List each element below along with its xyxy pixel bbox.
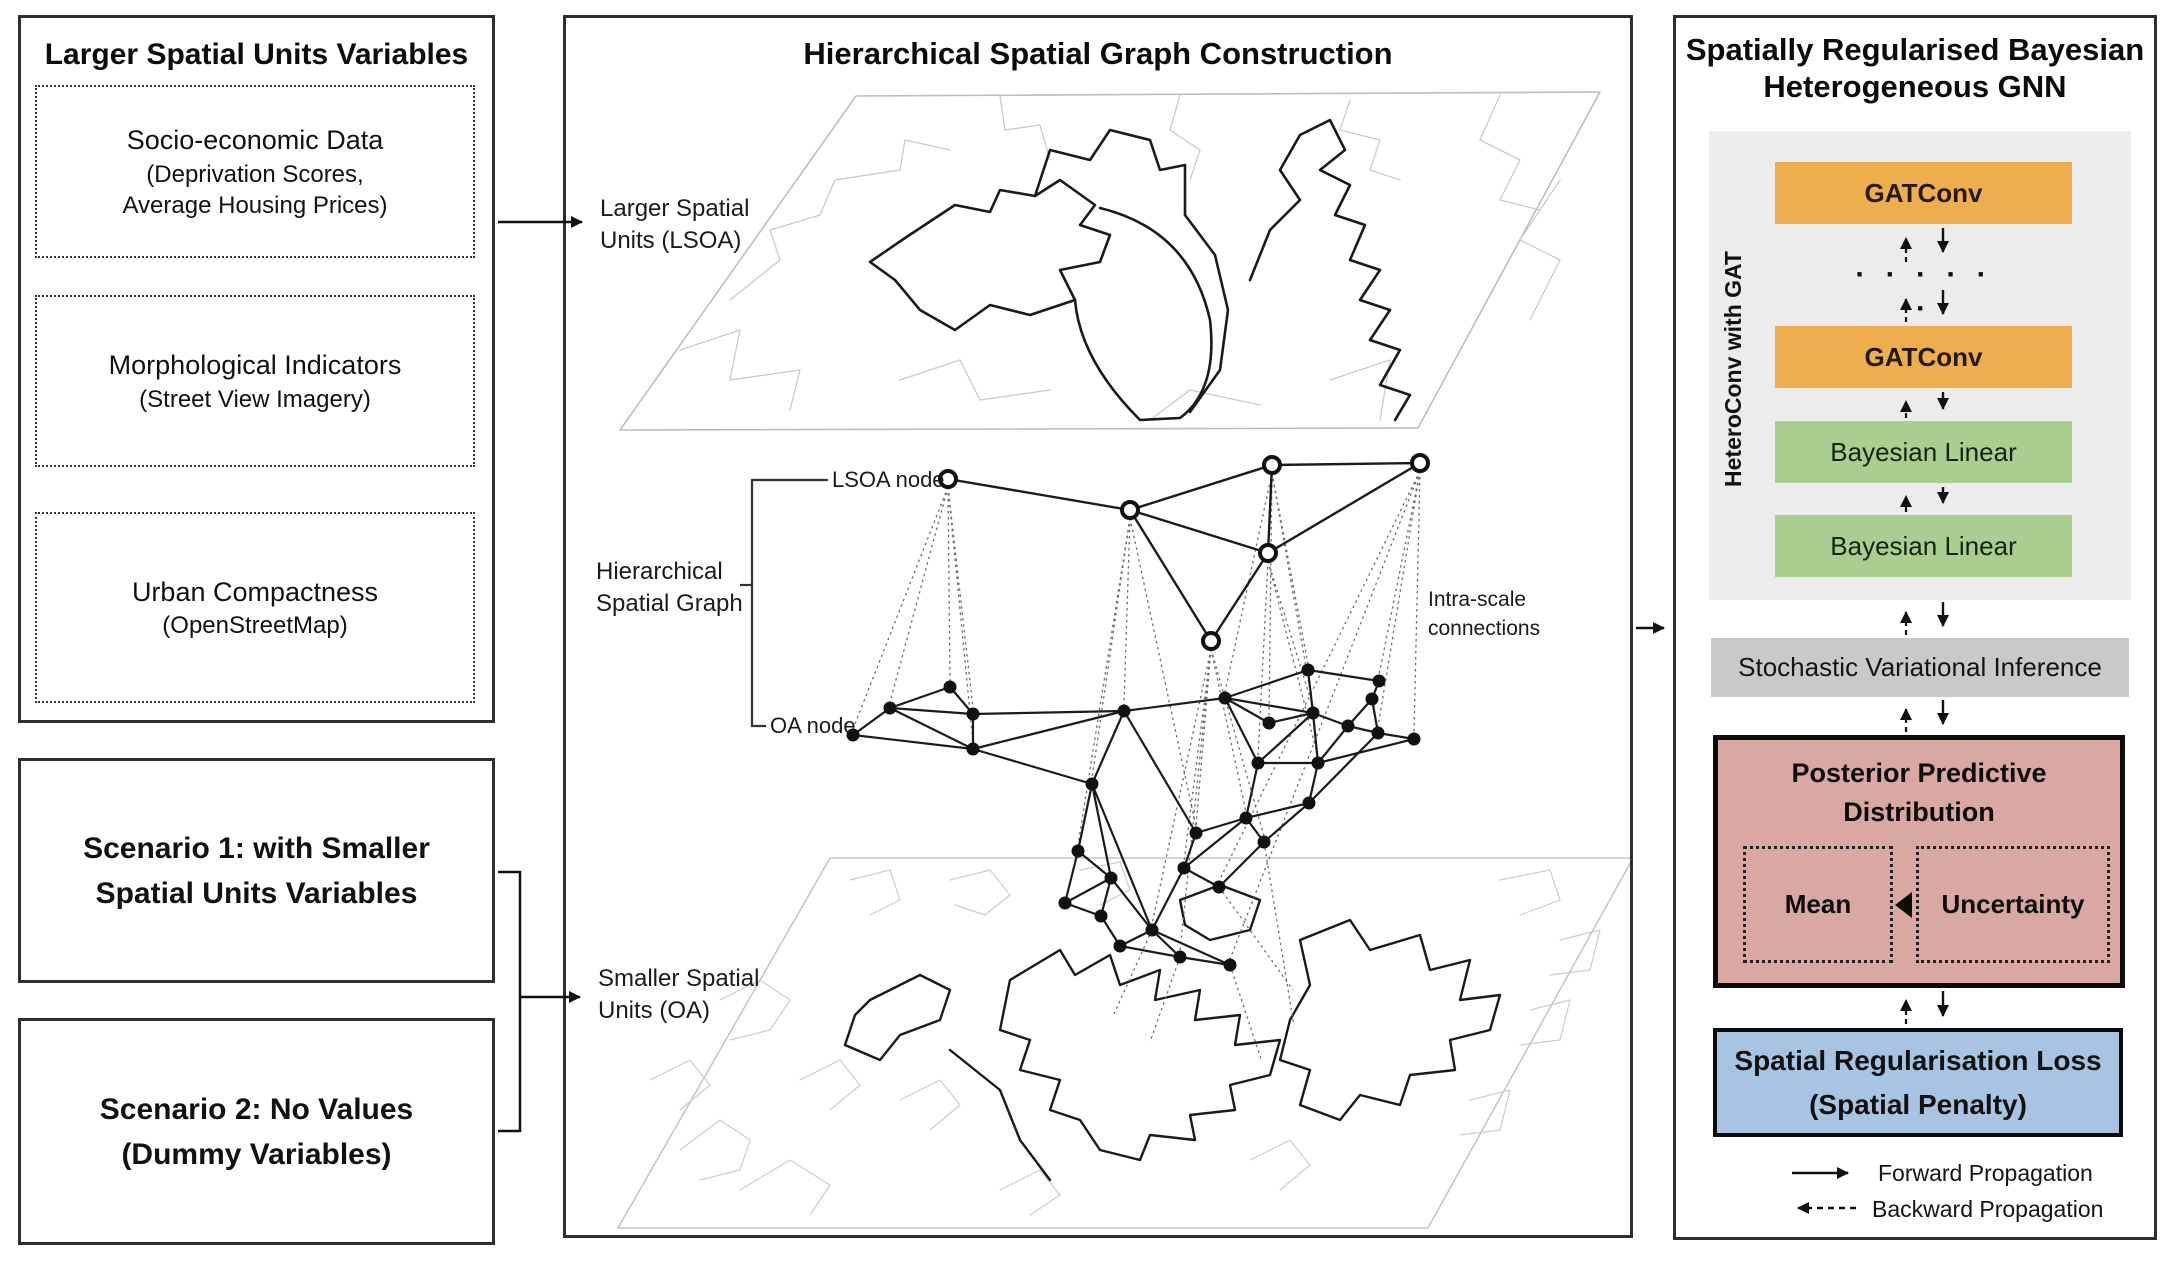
graph-bracket xyxy=(740,478,828,728)
larger-units-panel-title: Larger Spatial Units Variables xyxy=(44,38,469,71)
larger-units-map-label-line1: Larger Spatial xyxy=(600,195,750,222)
socio-economic-label: Socio-economic Data xyxy=(126,125,384,156)
svi-box: Stochastic Variational Inference xyxy=(1711,638,2129,697)
posterior-title-line2: Distribution xyxy=(1843,797,1995,828)
scenario-1-line1: Scenario 1: with Smaller xyxy=(83,831,430,865)
gatconv-box-2-label: GATConv xyxy=(1864,341,1983,372)
graph-construction-title: Hierarchical Spatial Graph Construction xyxy=(803,36,1393,71)
lsoa-node-label: LSOA node xyxy=(832,467,945,492)
uncertainty-box-label: Uncertainty xyxy=(1941,889,2085,919)
gatconv-box-2: GATConv xyxy=(1775,326,2072,388)
urban-compactness-label: Urban Compactness xyxy=(131,576,379,607)
socio-economic-sub2: Average Housing Prices) xyxy=(122,191,388,219)
posterior-box: Posterior Predictive Distribution Mean U… xyxy=(1713,735,2125,988)
bayesian-linear-box-2-label: Bayesian Linear xyxy=(1830,530,2017,561)
intra-scale-label-line2: connections xyxy=(1428,617,1541,641)
larger-units-panel: Larger Spatial Units Variables xyxy=(18,15,495,723)
lsoa-graph-edges xyxy=(947,461,1421,642)
spatial-loss-line1: Spatial Regularisation Loss xyxy=(1734,1045,2102,1077)
gnn-panel-title-line1: Spatially Regularised Bayesian xyxy=(1685,32,2145,67)
mean-box: Mean xyxy=(1743,846,1893,963)
socio-economic-box: Socio-economic Data (Deprivation Scores,… xyxy=(35,85,475,258)
scenario-1-line2: Spatial Units Variables xyxy=(95,876,418,910)
bayesian-linear-box-2: Bayesian Linear xyxy=(1775,515,2072,577)
svi-box-label: Stochastic Variational Inference xyxy=(1738,652,2102,682)
intra-scale-label-line1: Intra-scale xyxy=(1428,588,1527,611)
uncertainty-box: Uncertainty xyxy=(1916,846,2110,963)
smaller-units-map-label: Smaller Spatial Units (OA) xyxy=(598,963,759,1028)
scenario-2-box: Scenario 2: No Values (Dummy Variables) xyxy=(18,1018,495,1245)
hierarchical-graph-label: Hierarchical Spatial Graph xyxy=(596,556,743,621)
heteroconv-label: HeteroConv with GAT xyxy=(1720,251,1746,487)
gnn-panel-title-line2: Heterogeneous GNN xyxy=(1763,69,2067,105)
gatconv-box-1-label: GATConv xyxy=(1864,177,1983,208)
larger-units-map-label: Larger Spatial Units (LSOA) xyxy=(600,193,749,258)
larger-units-map-label-line2: Units (LSOA) xyxy=(600,227,742,255)
graph-construction-panel: Hierarchical Spatial Graph Construction xyxy=(563,15,1633,1238)
scenario-1-box: Scenario 1: with Smaller Spatial Units V… xyxy=(18,758,495,983)
spatial-loss-box: Spatial Regularisation Loss (Spatial Pen… xyxy=(1713,1028,2123,1137)
mean-uncertainty-arrow-icon xyxy=(1895,892,1912,918)
bayesian-linear-box-1: Bayesian Linear xyxy=(1775,421,2072,483)
oa-graph-edges xyxy=(852,668,1415,967)
forward-propagation-label: Forward Propagation xyxy=(1878,1160,2093,1186)
smaller-units-map-label-line1: Smaller Spatial xyxy=(598,965,760,992)
bayesian-linear-box-1-label: Bayesian Linear xyxy=(1830,436,2017,467)
scenario-2-line2: (Dummy Variables) xyxy=(121,1137,392,1171)
gatconv-box-1: GATConv xyxy=(1775,162,2072,224)
urban-compactness-box: Urban Compactness (OpenStreetMap) xyxy=(35,512,475,703)
hierarchical-graph-label-line1: Hierarchical xyxy=(596,558,723,585)
backward-propagation-label: Backward Propagation xyxy=(1872,1196,2104,1222)
posterior-title-line1: Posterior Predictive xyxy=(1791,758,2047,788)
smaller-units-map-label-line2: Units (OA) xyxy=(598,997,711,1025)
lsoa-graph-nodes xyxy=(938,453,1430,651)
hierarchical-graph-label-line2: Spatial Graph xyxy=(596,590,743,618)
oa-graph-nodes xyxy=(846,663,1421,972)
lsoa-map xyxy=(619,91,1601,431)
layers-ellipsis: · · · · · · xyxy=(1855,258,1993,325)
urban-compactness-sub: (OpenStreetMap) xyxy=(162,612,348,640)
scenario-2-line1: Scenario 2: No Values xyxy=(99,1092,414,1126)
hierarchical-graph-illustration xyxy=(617,91,1630,1229)
morphological-label: Morphological Indicators xyxy=(108,350,402,381)
oa-node-label: OA node xyxy=(770,713,856,738)
morphological-box: Morphological Indicators (Street View Im… xyxy=(35,295,475,467)
morphological-sub: (Street View Imagery) xyxy=(139,385,371,413)
inter-scale-links xyxy=(852,470,1421,1063)
spatial-loss-line2: (Spatial Penalty) xyxy=(1809,1088,2027,1120)
socio-economic-sub1: (Deprivation Scores, xyxy=(146,160,364,188)
mean-box-label: Mean xyxy=(1784,889,1852,919)
intra-scale-label: Intra-scale connections xyxy=(1428,585,1540,644)
oa-map xyxy=(617,857,1630,1229)
